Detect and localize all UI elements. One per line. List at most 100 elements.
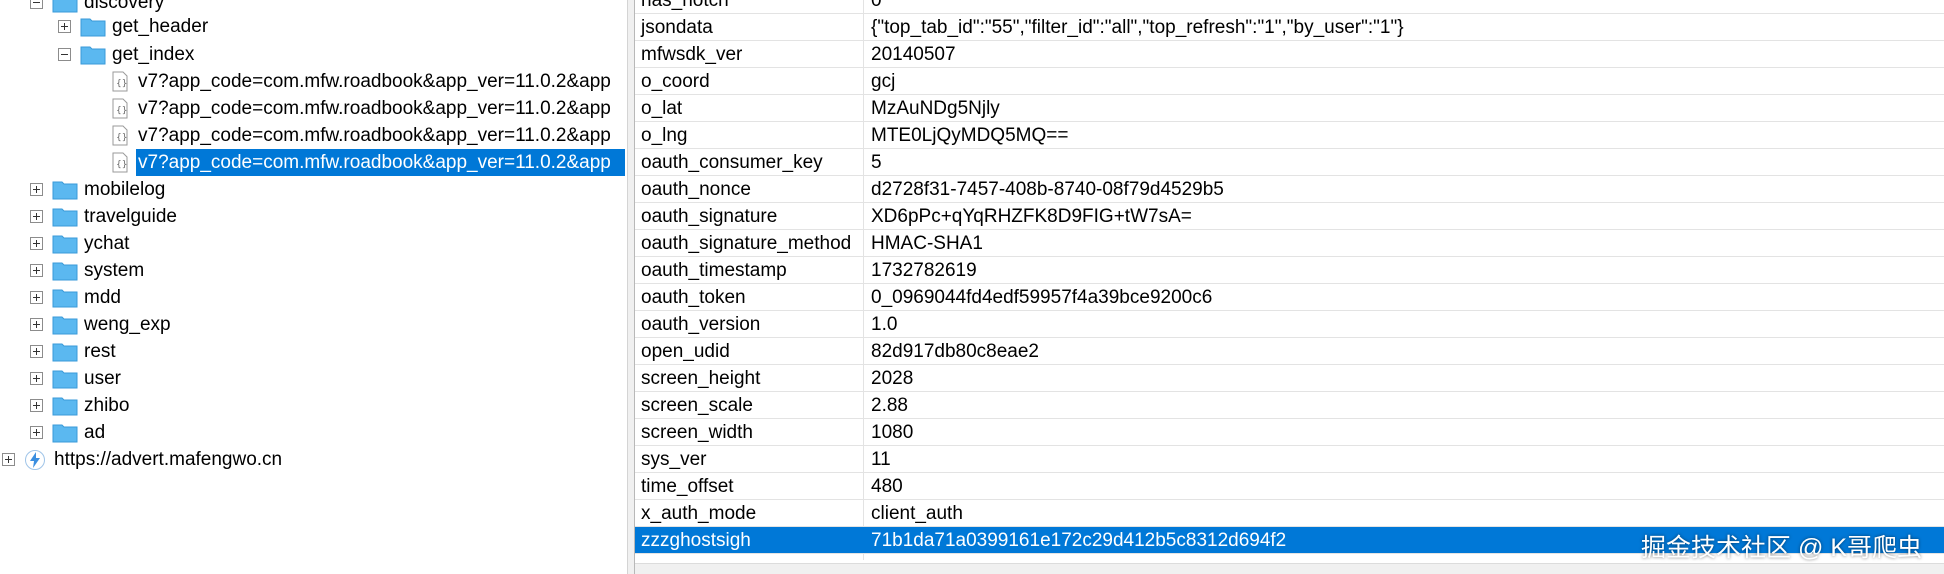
param-value: 0_0969044fd4edf59957f4a39bce9200c6 <box>871 287 1213 308</box>
tree-node-ad[interactable]: ad <box>0 419 627 446</box>
folder-icon <box>52 262 78 281</box>
tree-node-weng-exp[interactable]: weng_exp <box>0 311 627 338</box>
param-row[interactable]: screen_width 1080 <box>635 419 1944 446</box>
param-value: 1080 <box>871 422 914 443</box>
file-icon: {} <box>112 98 128 119</box>
param-value: 2028 <box>871 368 914 389</box>
param-value: 71b1da71a0399161e172c29d412b5c8312d694f2 <box>871 530 1287 551</box>
folder-icon <box>52 0 78 13</box>
param-value: 480 <box>871 476 903 497</box>
folder-icon <box>52 316 78 335</box>
expand-icon[interactable] <box>30 345 43 358</box>
param-key: sys_ver <box>641 449 707 470</box>
column-divider[interactable] <box>863 0 864 560</box>
expand-icon[interactable] <box>30 318 43 331</box>
tree-label: weng_exp <box>84 314 171 335</box>
tree-node-mdd[interactable]: mdd <box>0 284 627 311</box>
param-key: has_notch <box>641 0 729 11</box>
param-value: 1732782619 <box>871 260 977 281</box>
param-row[interactable]: o_lat MzAuNDg5Njly <box>635 95 1944 122</box>
tree-node-request[interactable]: {} v7?app_code=com.mfw.roadbook&app_ver=… <box>0 122 627 149</box>
param-row[interactable]: jsondata {"top_tab_id":"55","filter_id":"… <box>635 14 1944 41</box>
param-key: oauth_consumer_key <box>641 152 823 173</box>
param-key: jsondata <box>641 17 713 38</box>
param-value: gcj <box>871 71 896 92</box>
param-value: 5 <box>871 152 882 173</box>
horizontal-scrollbar[interactable] <box>635 563 1944 574</box>
param-key: screen_width <box>641 422 753 443</box>
param-value: 1.0 <box>871 314 898 335</box>
tree-node-request[interactable]: {} v7?app_code=com.mfw.roadbook&app_ver=… <box>0 95 627 122</box>
expand-icon[interactable] <box>58 20 71 33</box>
tree-node-host[interactable]: https://advert.mafengwo.cn <box>0 446 627 473</box>
tree-label: user <box>84 368 121 389</box>
tree-node-request[interactable]: {} v7?app_code=com.mfw.roadbook&app_ver=… <box>0 68 627 95</box>
param-value: 0 <box>871 0 882 11</box>
collapse-icon[interactable] <box>58 48 71 61</box>
folder-icon <box>52 343 78 362</box>
param-value: 2.88 <box>871 395 908 416</box>
expand-icon[interactable] <box>30 291 43 304</box>
expand-icon[interactable] <box>30 183 43 196</box>
tree-node-get-index[interactable]: get_index <box>0 41 627 68</box>
tree-label: https://advert.mafengwo.cn <box>54 449 283 470</box>
file-icon: {} <box>112 71 128 92</box>
tree-node-system[interactable]: system <box>0 257 627 284</box>
tree-node-user[interactable]: user <box>0 365 627 392</box>
svg-text:{}: {} <box>116 133 127 143</box>
expand-icon[interactable] <box>30 426 43 439</box>
expand-icon[interactable] <box>30 210 43 223</box>
pane-splitter[interactable] <box>627 0 635 574</box>
expand-icon[interactable] <box>30 264 43 277</box>
expand-icon[interactable] <box>2 453 15 466</box>
expand-icon[interactable] <box>30 237 43 250</box>
param-value: HMAC-SHA1 <box>871 233 983 254</box>
collapse-icon[interactable] <box>30 0 43 9</box>
expand-icon[interactable] <box>30 372 43 385</box>
folder-icon <box>52 181 78 200</box>
param-row[interactable]: has_notch 0 <box>635 0 1944 14</box>
param-value: {"top_tab_id":"55","filter_id":"all","to… <box>871 17 1404 38</box>
tree-node-zhibo[interactable]: zhibo <box>0 392 627 419</box>
param-value: d2728f31-7457-408b-8740-08f79d4529b5 <box>871 179 1224 200</box>
param-key: o_lat <box>641 98 683 119</box>
file-icon: {} <box>112 125 128 146</box>
param-row[interactable]: oauth_consumer_key 5 <box>635 149 1944 176</box>
tree-label: v7?app_code=com.mfw.roadbook&app_ver=11.… <box>138 125 611 146</box>
tree-node-ychat[interactable]: ychat <box>0 230 627 257</box>
watermark: 掘金技术社区 @ K哥爬虫 <box>1641 534 1922 562</box>
tree-label-selected: v7?app_code=com.mfw.roadbook&app_ver=11.… <box>136 149 625 176</box>
folder-icon <box>52 208 78 227</box>
param-key: mfwsdk_ver <box>641 44 743 65</box>
param-value: 20140507 <box>871 44 956 65</box>
param-value: XD6pPc+qYqRHZFK8D9FIG+tW7sA= <box>871 206 1192 227</box>
tree-node-get-header[interactable]: get_header <box>0 13 627 40</box>
params-grid: has_notch 0 jsondata {"top_tab_id":"55","fi… <box>635 0 1944 574</box>
tree-label: discovery <box>84 0 165 13</box>
param-value: MzAuNDg5Njly <box>871 98 1000 119</box>
param-key: open_udid <box>641 341 730 362</box>
folder-icon <box>52 235 78 254</box>
expand-icon[interactable] <box>30 399 43 412</box>
param-row[interactable]: mfwsdk_ver 20140507 <box>635 41 1944 68</box>
tree-node-discovery[interactable]: discovery <box>0 0 627 16</box>
tree-node-rest[interactable]: rest <box>0 338 627 365</box>
tree-node-request-selected[interactable]: {} v7?app_code=com.mfw.roadbook&app_ver=… <box>0 149 627 176</box>
tree-node-mobilelog[interactable]: mobilelog <box>0 176 627 203</box>
tree-node-travelguide[interactable]: travelguide <box>0 203 627 230</box>
